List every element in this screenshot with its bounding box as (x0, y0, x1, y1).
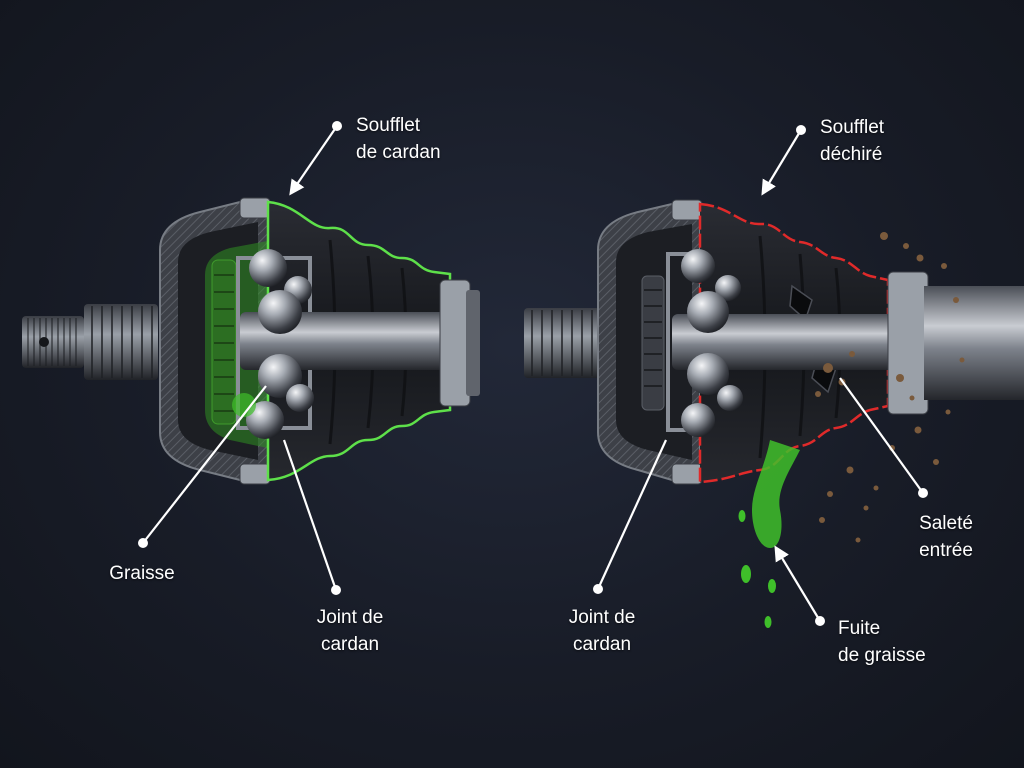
callout-line-torn-boot (761, 129, 802, 196)
healthy-output-shaft (240, 312, 480, 370)
label-torn-boot-line2: déchiré (820, 144, 883, 165)
callout-line-torn-joint (596, 439, 668, 590)
callout-line-dirt (839, 377, 924, 494)
label-healthy-joint: Joint de cardan (300, 604, 400, 658)
damaged-joint-assembly (524, 199, 1024, 628)
healthy-shaft-collar (439, 279, 471, 407)
label-healthy-grease: Graisse (102, 560, 182, 587)
healthy-race-teeth (214, 274, 234, 412)
dirt-particles (815, 232, 965, 543)
label-leak-line2: de graisse (838, 645, 926, 666)
label-healthy-grease-line1: Graisse (109, 563, 175, 584)
callout-line-grease (142, 385, 267, 544)
label-dirt-line1: Saleté (919, 513, 973, 534)
grease-drop-4 (764, 616, 772, 628)
label-healthy-boot-line2: de cardan (356, 142, 441, 163)
healthy-ball-5 (286, 384, 314, 412)
callout-line-leak (774, 545, 821, 622)
healthy-ball-6 (246, 401, 284, 439)
healthy-threaded-stub (22, 316, 84, 368)
label-healthy-boot: Soufflet de cardan (356, 112, 441, 166)
label-torn-boot: Soufflet déchiré (820, 114, 884, 168)
label-healthy-boot-line1: Soufflet (356, 115, 421, 136)
damaged-clamp-top (671, 199, 703, 221)
callout-line-healthy-boot (289, 125, 338, 196)
healthy-clamp-bottom (239, 463, 271, 485)
damaged-shaft-end (924, 286, 1024, 400)
damaged-clamp-bottom (671, 463, 703, 485)
damaged-ball-4 (687, 353, 729, 395)
label-torn-joint: Joint de cardan (552, 604, 652, 658)
grease-drop-1 (741, 565, 751, 583)
healthy-collar-ring (466, 290, 480, 396)
damaged-race-teeth (644, 289, 662, 387)
damaged-ball-1 (681, 249, 715, 283)
healthy-pin-hole (39, 337, 49, 347)
healthy-ball-4 (258, 354, 302, 398)
label-healthy-joint-line1: Joint de (316, 607, 384, 628)
label-leak: Fuite de graisse (838, 615, 926, 669)
label-dirt: Saleté entrée (898, 510, 994, 564)
grease-drop-3 (738, 510, 746, 522)
label-torn-joint-line1: Joint de (568, 607, 636, 628)
damaged-inner-race (641, 275, 665, 411)
damaged-ball-5 (717, 385, 743, 411)
damaged-ball-2 (715, 275, 741, 301)
healthy-clamp-top (239, 197, 271, 219)
damaged-ball-3 (687, 291, 729, 333)
healthy-cage (236, 256, 312, 430)
grease-leak-stream (752, 440, 800, 548)
label-dirt-line2: entrée (919, 540, 973, 561)
label-healthy-joint-line2: cardan (320, 634, 380, 655)
damaged-spline-teeth (531, 310, 593, 376)
healthy-ball-1 (249, 249, 287, 287)
healthy-spline-teeth (91, 306, 153, 378)
damaged-ball-6 (681, 403, 715, 437)
healthy-ball-3 (258, 290, 302, 334)
callout-lines (138, 121, 928, 626)
label-leak-line1: Fuite (838, 618, 881, 639)
callout-line-healthy-joint (282, 439, 338, 591)
healthy-joint-assembly (22, 197, 480, 485)
damaged-shaft-collar (887, 271, 929, 415)
label-torn-boot-line1: Soufflet (820, 117, 885, 138)
healthy-grease-blob (232, 393, 256, 417)
label-torn-joint-line2: cardan (572, 634, 632, 655)
grease-drop-2 (768, 579, 776, 593)
